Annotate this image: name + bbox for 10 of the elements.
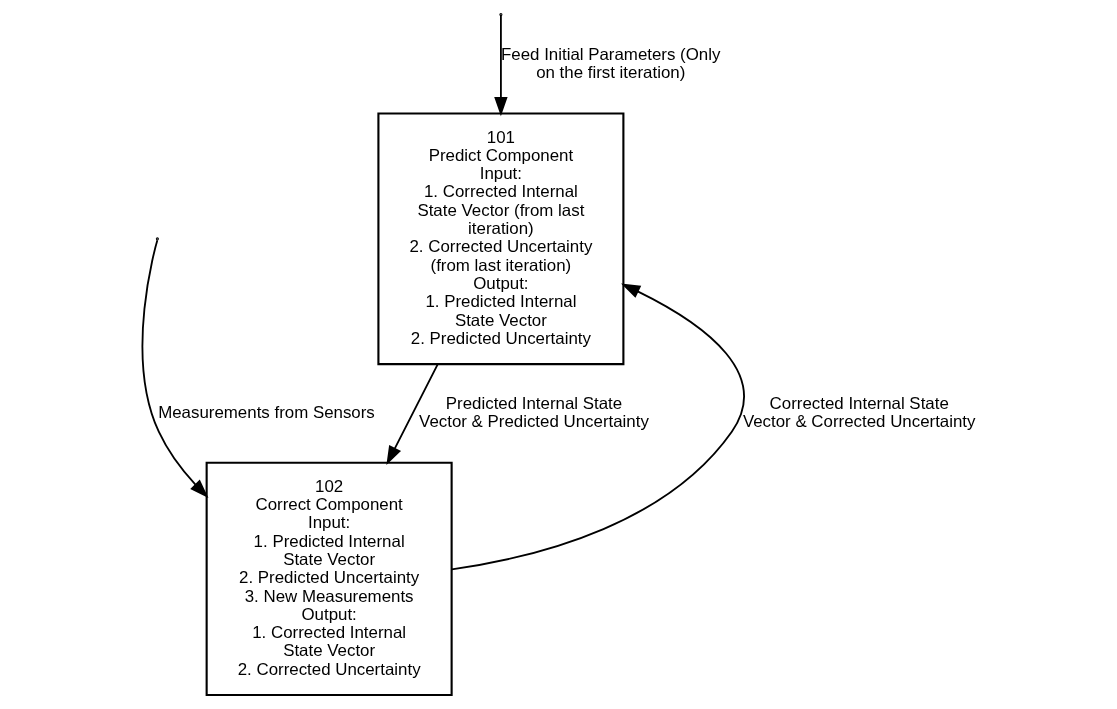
- arrow: [386, 363, 439, 465]
- edge-label: Feed Initial Parameters (Only on the first iteration): [500, 44, 721, 82]
- arrow: [494, 14, 508, 117]
- edge-label: Corrected Internal State Vector & Corrected Uncertainty: [742, 393, 976, 431]
- edge-label: Predicted Internal State Vector & Predicted Uncertainty: [419, 393, 649, 431]
- node-box: 102 Correct Component Input: 1. Predicted Internal State Vector 2. Predicted Uncertainty 3. New Measurements Output: 1. Corrected Internal State Vector 2. Corrected Uncertainty: [205, 461, 453, 697]
- arrow: [141, 239, 209, 498]
- arrow: [450, 283, 745, 571]
- node-box: 101 Predict Component Input: 1. Corrected Internal State Vector (from last iteration) 2. Corrected Uncertainty (from last iteration) Output: 1. Predicted Internal State Vector 2. Predicted Uncertainty: [377, 112, 625, 366]
- edge-label: Measurements from Sensors: [158, 402, 375, 422]
